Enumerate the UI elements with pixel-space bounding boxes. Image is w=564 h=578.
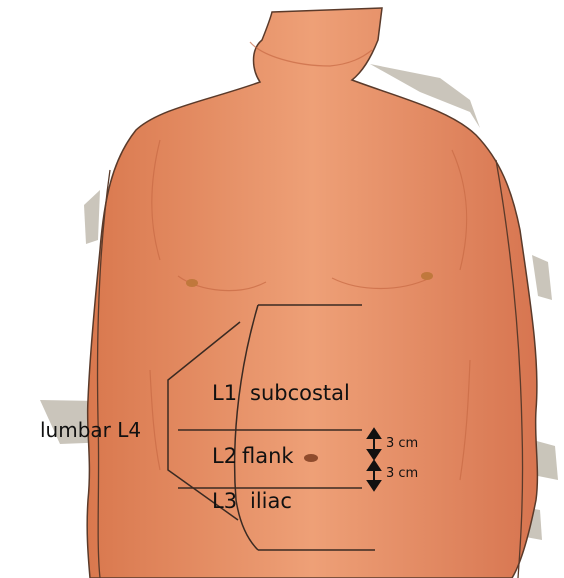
region-code-l3: L3 — [212, 489, 237, 513]
torso-silhouette — [87, 8, 537, 578]
region-name-flank: flank — [242, 444, 294, 468]
measurement-lower: 3 cm — [386, 466, 418, 481]
region-code-l2: L2 — [212, 444, 237, 468]
region-code-l1: L1 — [212, 381, 237, 405]
right-nipple — [421, 272, 433, 280]
navel — [304, 454, 318, 462]
left-nipple — [186, 279, 198, 287]
measurement-upper: 3 cm — [386, 436, 418, 451]
region-name-subcostal: subcostal — [250, 381, 350, 405]
region-name-iliac: iliac — [250, 489, 292, 513]
lumbar-label: lumbar L4 — [40, 418, 141, 442]
